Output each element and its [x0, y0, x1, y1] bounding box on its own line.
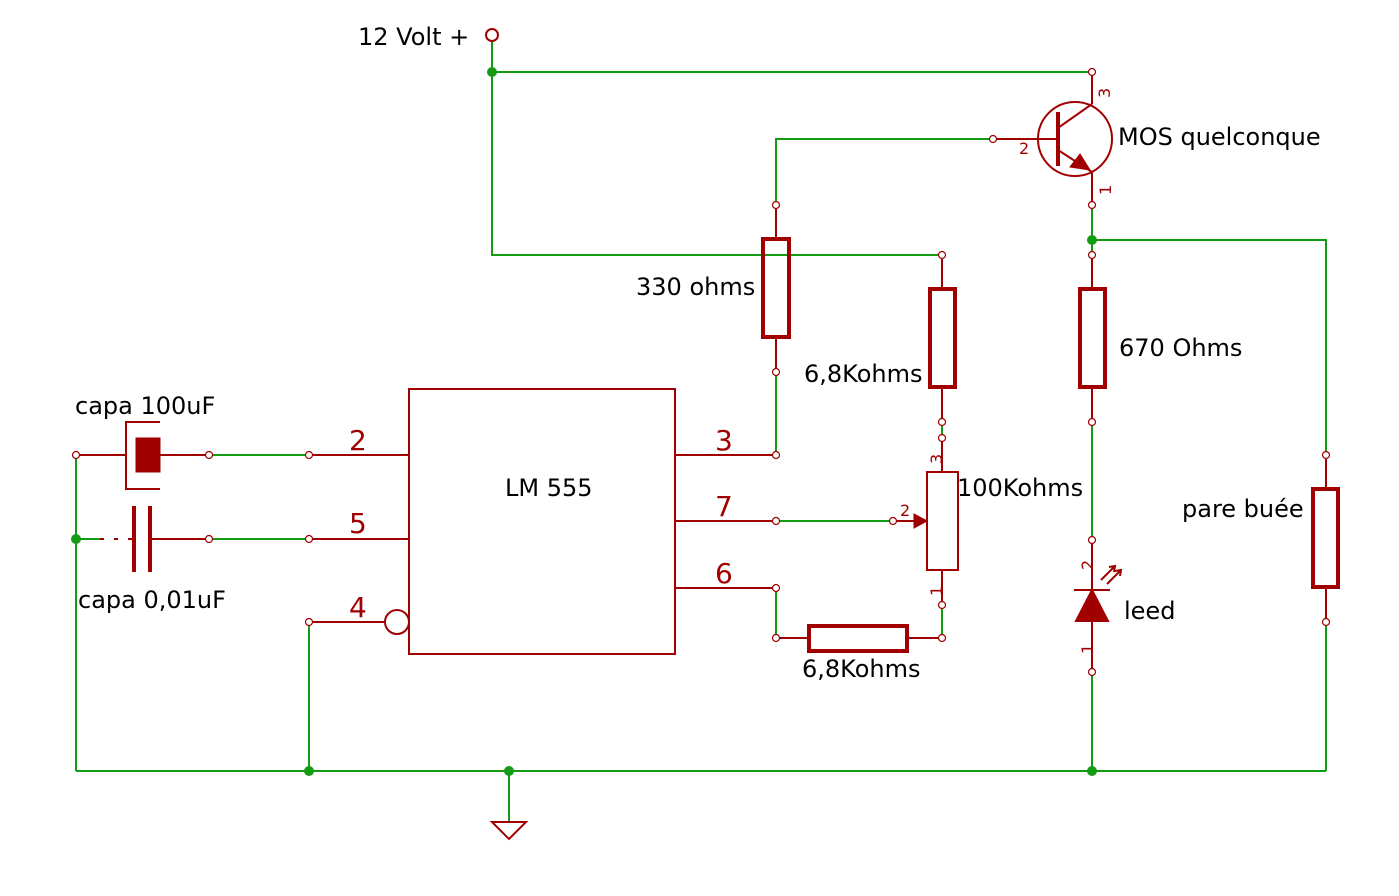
pin-marker: [937, 417, 947, 427]
pin-marker: [304, 534, 314, 544]
pin-marker: [1087, 535, 1097, 545]
pin-marker: [771, 633, 781, 643]
wire-heater-top: [1092, 239, 1327, 455]
ic-lm555: LM 555 2 5 4 3 7 6: [309, 388, 776, 655]
led: 2 1 leed: [1074, 540, 1175, 672]
potentiometer: 3 2 1 100Kohms: [893, 438, 1083, 605]
wire-12v-down: [491, 42, 942, 256]
cap100-label: capa 100uF: [75, 392, 215, 420]
r68k-top-body: [928, 287, 957, 389]
pin-marker: [204, 534, 214, 544]
pin-marker: [1087, 250, 1097, 260]
ic-pin6-number: 6: [715, 557, 733, 590]
r670-label: 670 Ohms: [1119, 334, 1242, 362]
resistor-68k-top: 6,8Kohms: [804, 255, 957, 422]
transistor-pin2: 2: [1019, 139, 1029, 158]
resistor-670: 670 Ohms: [1078, 255, 1242, 422]
ic-label: LM 555: [505, 474, 593, 502]
pot-body: [926, 471, 959, 571]
pin-marker: [937, 250, 947, 260]
pin-marker: [1321, 450, 1331, 460]
pot-pin3: 3: [927, 454, 946, 464]
cap100-plate-right: [135, 437, 161, 473]
wire-gate: [775, 138, 993, 205]
pin-marker: [304, 617, 314, 627]
pin-marker: [1087, 67, 1097, 77]
pin-marker: [1087, 200, 1097, 210]
ic-pin2-number: 2: [349, 424, 367, 457]
pin-marker: [71, 450, 81, 460]
ic-pin5-number: 5: [349, 507, 367, 540]
resistor-330: 330 ohms: [636, 205, 791, 372]
pin-marker: [937, 600, 947, 610]
supply-terminal-circle: [485, 28, 499, 42]
junction-source: [1087, 235, 1097, 245]
pin-marker: [771, 450, 781, 460]
led-ray-arrow-1: [1108, 564, 1117, 573]
transistor-emitter-arrow: [1069, 153, 1091, 171]
ground-symbol: [489, 821, 529, 841]
capacitor-100uf: capa 100uF: [75, 392, 215, 490]
junction-gnd-pin4: [304, 766, 314, 776]
pin-marker: [1087, 667, 1097, 677]
ic-pin3-number: 3: [715, 424, 733, 457]
transistor-label: MOS quelconque: [1118, 123, 1321, 151]
r68k-bottom-label: 6,8Kohms: [802, 655, 921, 683]
pot-pin1: 1: [927, 586, 946, 596]
r68k-top-label: 6,8Kohms: [804, 360, 923, 388]
led-pin1: 1: [1078, 644, 1097, 654]
pin-marker: [937, 633, 947, 643]
ground-triangle: [489, 821, 529, 841]
led-label: leed: [1124, 597, 1175, 625]
r330-label: 330 ohms: [636, 273, 755, 301]
pin-marker: [1087, 417, 1097, 427]
pin-marker: [304, 450, 314, 460]
pot-pin2: 2: [900, 501, 910, 520]
ic-pin7-number: 7: [715, 490, 733, 523]
led-ray-1: [1100, 565, 1116, 581]
led-ray-arrow-2: [1114, 568, 1123, 577]
cap001-label: capa 0,01uF: [78, 586, 226, 614]
ic-pin4-number: 4: [349, 591, 367, 624]
led-ray-2: [1106, 569, 1122, 585]
pin-markers: [71, 67, 1331, 677]
wires: [75, 42, 1327, 822]
resistor-68k-bottom: 6,8Kohms: [776, 624, 942, 683]
pin-marker: [1321, 617, 1331, 627]
junctions: [71, 67, 1097, 776]
pot-wiper-arrow: [913, 513, 929, 529]
transistor: 3 2 1 MOS quelconque: [993, 72, 1321, 205]
cap100-plate-left: [125, 421, 160, 490]
pot-label: 100Kohms: [957, 474, 1083, 502]
pin-marker: [988, 134, 998, 144]
pin-marker: [937, 433, 947, 443]
transistor-pin3: 3: [1095, 88, 1114, 98]
r68k-bottom-body: [807, 624, 909, 653]
pin-marker: [771, 200, 781, 210]
heater-label: pare buée: [1182, 495, 1304, 523]
supply-terminal: 12 Volt +: [358, 23, 499, 51]
transistor-pin1: 1: [1096, 185, 1115, 195]
heater-body: [1311, 487, 1340, 589]
pin-marker: [771, 367, 781, 377]
pin-marker: [771, 583, 781, 593]
r670-body: [1078, 287, 1107, 389]
led-pin2: 2: [1078, 560, 1097, 570]
pin-marker: [888, 516, 898, 526]
junction-cap-left: [71, 534, 81, 544]
r330-body: [761, 237, 791, 339]
capacitor-001uf: capa 0,01uF: [78, 506, 226, 614]
transistor-collector: [1057, 103, 1093, 129]
ic-body: [408, 388, 676, 655]
junction-gnd-symbol: [504, 766, 514, 776]
junction-gnd-led: [1087, 766, 1097, 776]
led-triangle: [1074, 587, 1110, 622]
ic-pin4-inversion-bubble: [384, 609, 410, 635]
pin-marker: [204, 450, 214, 460]
junction-12v: [487, 67, 497, 77]
heater-resistor: pare buée: [1182, 455, 1340, 622]
pin-marker: [771, 516, 781, 526]
supply-label: 12 Volt +: [358, 23, 469, 51]
